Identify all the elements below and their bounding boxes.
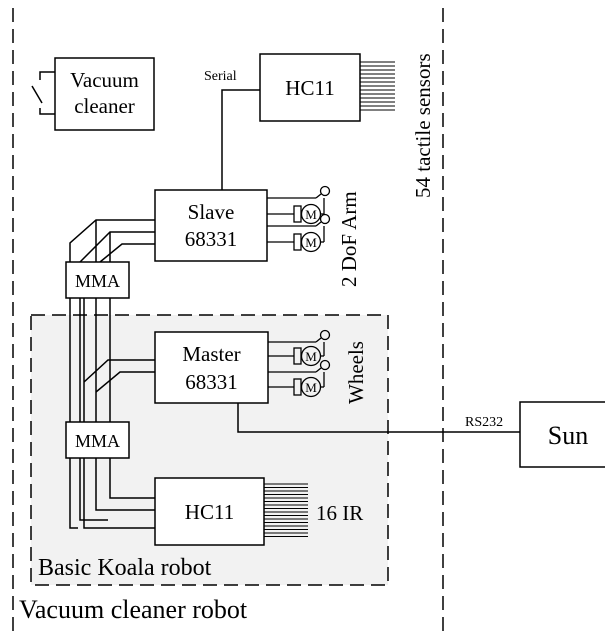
master-label-2: 68331 <box>185 370 238 394</box>
ir-label: 16 IR <box>316 501 363 525</box>
slave-label-2: 68331 <box>185 227 238 251</box>
mma-bottom-label: MMA <box>75 431 120 451</box>
wheels-label: Wheels <box>344 341 368 404</box>
switch-icon <box>31 71 55 115</box>
mma-top-block <box>65 261 130 299</box>
arm-motor-1-symbol: M <box>305 207 317 222</box>
vacuum-robot-label: Vacuum cleaner robot <box>19 595 248 624</box>
ir-sensor-lines <box>264 483 308 537</box>
serial-label: Serial <box>204 69 237 84</box>
arm-motor-1 <box>267 185 331 225</box>
wheel-motor-1 <box>268 329 331 367</box>
hc11-ir-label: HC11 <box>185 500 234 524</box>
master-label-1: Master <box>182 342 240 366</box>
vacuum-cleaner-label-1: Vacuum <box>70 68 139 92</box>
rs232-label: RS232 <box>465 415 503 430</box>
koala-robot-label: Basic Koala robot <box>38 555 212 581</box>
wheel-motor-2-symbol: M <box>305 380 317 395</box>
arm-label: 2 DoF Arm <box>337 191 361 287</box>
hc11-tactile-block <box>259 53 361 122</box>
mma-bottom-block <box>65 421 130 459</box>
wheel-motor-2 <box>268 359 331 398</box>
master-68331-block <box>154 331 269 404</box>
slave-68331-block <box>154 189 268 262</box>
vacuum-cleaner-block <box>54 57 155 131</box>
sun-label: Sun <box>548 421 588 450</box>
tactile-sensors-label: 54 tactile sensors <box>411 53 435 198</box>
wheel-motor-1-symbol: M <box>305 349 317 364</box>
slave-label-1: Slave <box>188 200 235 224</box>
vacuum-cleaner-label-2: cleaner <box>74 94 135 118</box>
arm-motor-2 <box>267 213 331 253</box>
tactile-sensor-lines <box>360 61 395 111</box>
bus-wiring <box>69 89 520 529</box>
sun-block <box>519 401 605 468</box>
arm-motor-2-symbol: M <box>305 235 317 250</box>
hc11-tactile-label: HC11 <box>285 76 334 100</box>
mma-top-label: MMA <box>75 271 120 291</box>
